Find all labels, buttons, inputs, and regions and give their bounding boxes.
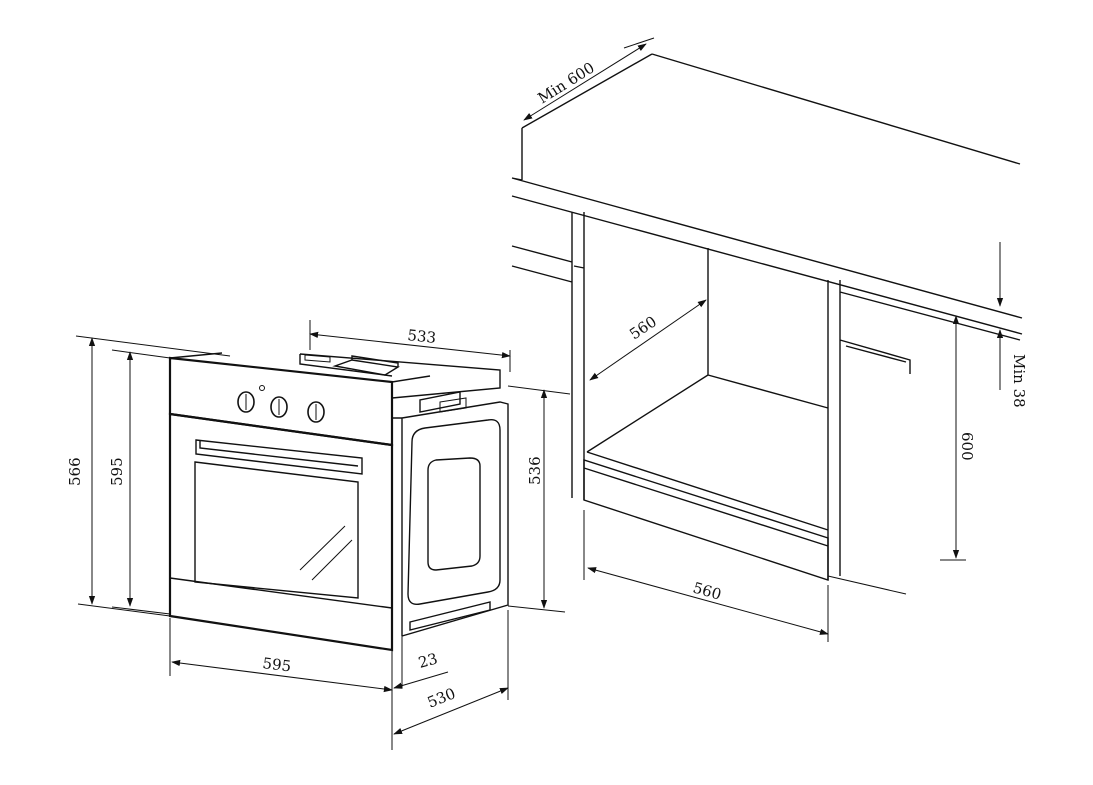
top-vent [332, 355, 400, 376]
dim-566-label: 566 [66, 457, 84, 486]
dim-533: 533 [309, 320, 511, 372]
dim-595-height-label: 595 [108, 457, 126, 486]
dim-min-600-label: Min 600 [535, 59, 598, 108]
dim-595-width-label: 595 [262, 654, 293, 675]
oven-dimensions: 533 566 595 536 595 [66, 320, 571, 750]
dim-530: 530 [391, 610, 509, 750]
countertop [511, 53, 1023, 335]
dim-566: 566 [66, 335, 231, 617]
dim-595-width: 595 [169, 618, 393, 693]
cabinet-left-panel [511, 212, 585, 500]
dim-530-label: 530 [425, 684, 458, 711]
dim-560-width: 560 [583, 510, 907, 642]
dim-23-label: 23 [416, 650, 439, 672]
dim-600-height-label: 600 [958, 432, 976, 461]
cabinet-right-panel [827, 280, 1021, 580]
dim-min-38: Min 38 [996, 242, 1028, 408]
oven-knobs [237, 385, 325, 423]
dim-536-label: 536 [526, 456, 544, 485]
cabinet-drawing [511, 37, 1023, 581]
dim-595-height: 595 [108, 349, 171, 615]
door-handle [195, 439, 363, 475]
dim-min-600: Min 600 [523, 43, 647, 121]
niche-back [586, 248, 829, 453]
door-glass [194, 461, 359, 599]
cabinet-dimensions: Min 600 560 Min 38 600 560 [523, 43, 1028, 642]
dim-536: 536 [507, 385, 571, 613]
dim-560-depth-label: 560 [626, 312, 660, 343]
dim-560-width-label: 560 [691, 579, 723, 604]
dim-560-depth: 560 [589, 299, 707, 381]
dim-600-height: 600 [940, 315, 976, 561]
side-window-outer [407, 419, 501, 605]
niche-floor-strip [583, 459, 829, 581]
dim-min-38-label: Min 38 [1010, 354, 1028, 408]
side-window-inner [427, 457, 481, 571]
oven-drawing [168, 352, 509, 652]
dim-23: 23 [393, 636, 449, 689]
oven-top [299, 353, 501, 399]
oven-side [401, 401, 509, 637]
dim-533-label: 533 [407, 326, 437, 347]
